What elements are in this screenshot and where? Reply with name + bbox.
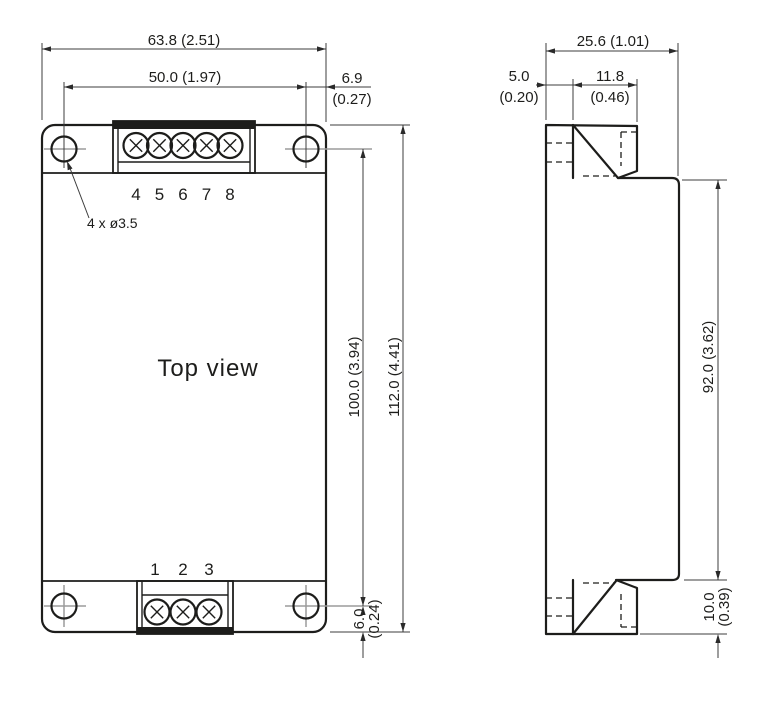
screw-icon xyxy=(192,131,221,160)
dim-hole-spacing-h: 50.0 (1.97) xyxy=(149,69,222,86)
dim-flange-thickness-in: (0.20) xyxy=(499,89,538,106)
dim-clip-depth-mm: 11.8 xyxy=(596,68,624,85)
dim-hole-edge-offset-mm: 6.9 xyxy=(342,70,363,87)
terminal-screws-bottom xyxy=(143,598,223,626)
top-view: 4 5 6 7 8 1 2 3 Top view xyxy=(40,82,372,635)
dim-hole-edge-offset-in: (0.27) xyxy=(332,91,371,108)
hole-callout: 4 x ø3.5 xyxy=(67,161,138,231)
dim-hole-bottom-offset-in: (0.24) xyxy=(366,599,383,638)
dim-clip-height-in: (0.39) xyxy=(716,587,733,626)
dim-hole-spacing-v: 100.0 (3.94) xyxy=(346,337,363,418)
screw-icon xyxy=(143,598,171,626)
pin-label: 3 xyxy=(204,560,213,579)
dim-clip-depth-in: (0.46) xyxy=(590,89,629,106)
side-view-dimensions: 25.6 (1.01) 5.0 (0.20) 11.8 (0.46) 92.0 … xyxy=(499,33,733,658)
dim-flange-thickness-mm: 5.0 xyxy=(509,68,530,85)
dim-overall-width: 63.8 (2.51) xyxy=(148,32,221,49)
top-terminal-block xyxy=(112,120,256,174)
view-label: Top view xyxy=(157,355,258,382)
dim-clip-height-mm: 10.0 xyxy=(701,592,718,621)
clip-top-diagonal xyxy=(571,123,620,180)
bottom-pin-labels: 1 2 3 xyxy=(150,560,213,579)
pin-label: 8 xyxy=(225,185,234,204)
top-pin-labels: 4 5 6 7 8 xyxy=(131,185,234,204)
dim-body-height: 92.0 (3.62) xyxy=(700,321,717,394)
pin-label: 6 xyxy=(178,185,187,204)
dim-hole-bottom-offset-mm: 6.0 xyxy=(351,609,368,630)
pin-label: 4 xyxy=(131,185,140,204)
screw-icon xyxy=(195,598,223,626)
screw-icon xyxy=(216,131,244,160)
terminal-screws-top xyxy=(122,131,244,160)
dim-overall-height: 112.0 (4.41) xyxy=(386,337,403,417)
screw-icon xyxy=(169,131,197,160)
mounting-hole-top-right xyxy=(292,135,320,163)
hidden-lines xyxy=(546,131,636,628)
bottom-terminal-block xyxy=(136,580,234,635)
pin-label: 2 xyxy=(178,560,187,579)
pin-label: 5 xyxy=(155,185,164,204)
mounting-hole-bottom-right xyxy=(292,592,320,620)
clip-bottom-diagonal xyxy=(571,579,618,636)
pin-label: 1 xyxy=(150,560,159,579)
side-view xyxy=(544,123,681,636)
screw-icon xyxy=(122,131,150,160)
pin-label: 7 xyxy=(202,185,211,204)
top-view-dimensions: 63.8 (2.51) 50.0 (1.97) 6.9 (0.27) 100.0… xyxy=(41,32,410,658)
mounting-hole-top-left xyxy=(50,135,78,163)
hole-callout-label: 4 x ø3.5 xyxy=(87,215,138,231)
screw-icon xyxy=(169,598,197,626)
screw-icon xyxy=(145,131,174,160)
side-profile-outline xyxy=(544,123,681,636)
dim-overall-depth: 25.6 (1.01) xyxy=(577,33,650,50)
mounting-hole-bottom-left xyxy=(50,592,78,620)
